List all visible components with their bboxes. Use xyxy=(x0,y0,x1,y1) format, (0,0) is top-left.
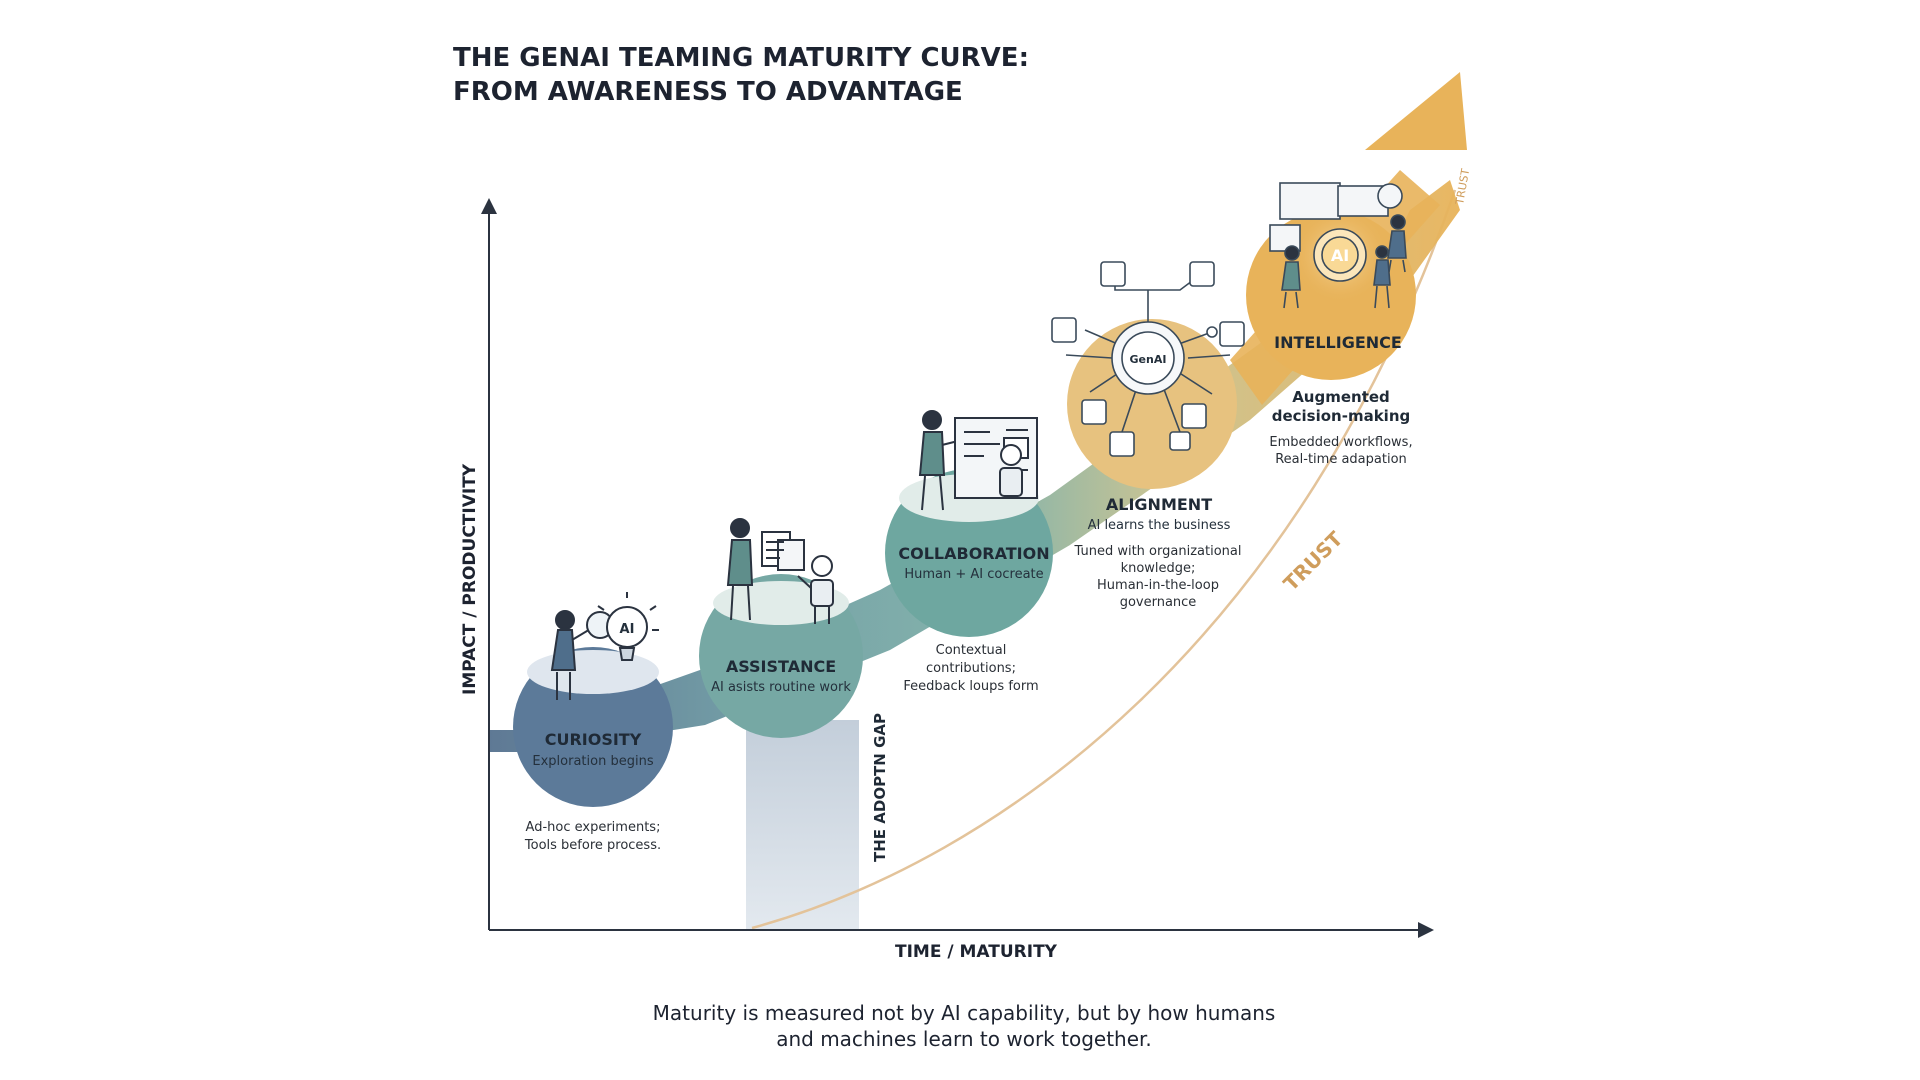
title-line-1: THE GENAI TEAMING MATURITY CURVE: xyxy=(453,43,1029,73)
magnifier-lightbulb-ai-icon xyxy=(550,592,659,700)
stage-collaboration-desc-3: Feedback loups form xyxy=(903,679,1038,694)
stage-curiosity-ai-chip: AI xyxy=(620,622,635,637)
stage-curiosity-platform xyxy=(527,650,659,694)
stage-alignment-subtitle: AI learns the business xyxy=(1088,518,1231,533)
y-axis-arrow xyxy=(481,198,497,214)
title-line-2: FROM AWARENESS TO ADVANTAGE xyxy=(453,77,963,107)
stage-alignment-desc-3: Human-in-the-loop xyxy=(1097,578,1219,593)
stage-intelligence: AI INTELLIGENCE Augmented decision-makin… xyxy=(1246,182,1416,467)
adoption-gap-label: THE ADOPTN GAP xyxy=(871,713,889,862)
stage-assistance-name: ASSISTANCE xyxy=(726,657,836,676)
stage-curiosity: AI CURIOSITY Exploration begins Ad-hoc e… xyxy=(513,592,673,853)
adoption-gap-band xyxy=(746,720,859,930)
stage-alignment-genai-chip: GenAI xyxy=(1130,353,1167,366)
caption-line-1: Maturity is measured not by AI capabilit… xyxy=(653,1001,1276,1025)
stage-intelligence-desc-2: Real-time adapation xyxy=(1275,452,1407,467)
stage-alignment-desc-4: governance xyxy=(1120,595,1197,610)
stage-intelligence-desc-1: Embedded workflows, xyxy=(1269,435,1412,450)
stage-intelligence-desc-bold-1: Augmented xyxy=(1292,388,1390,406)
x-axis-arrow xyxy=(1418,922,1434,938)
stage-intelligence-desc-bold-2: decision-making xyxy=(1272,407,1411,425)
stage-intelligence-name: INTELLIGENCE xyxy=(1274,333,1402,352)
trust-label-small: TRUST xyxy=(1453,167,1472,206)
maturity-arrow-head xyxy=(1365,72,1467,150)
stage-intelligence-ai-chip: AI xyxy=(1331,246,1349,265)
stage-collaboration-desc-2: contributions; xyxy=(926,661,1016,676)
stage-alignment-desc-2: knowledge; xyxy=(1121,561,1196,576)
stage-collaboration: COLLABORATION Human + AI cocreate Contex… xyxy=(885,410,1053,694)
stage-curiosity-desc-2: Tools before process. xyxy=(524,838,661,853)
y-axis-label: IMPACT / PRODUCTIVITY xyxy=(460,463,480,695)
caption-line-2: and machines learn to work together. xyxy=(776,1027,1152,1051)
stage-collaboration-subtitle: Human + AI cocreate xyxy=(904,567,1043,582)
trust-curve xyxy=(751,189,1457,930)
stage-alignment: GenAI ALIGNMENT AI learns the business T… xyxy=(1051,261,1245,610)
person-robot-document-icon xyxy=(726,518,834,624)
stage-alignment-desc-1: Tuned with organizational xyxy=(1074,544,1242,559)
stage-assistance: ASSISTANCE AI asists routine work xyxy=(699,518,863,738)
stage-alignment-name: ALIGNMENT xyxy=(1106,495,1212,514)
x-axis-label: TIME / MATURITY xyxy=(895,942,1058,962)
ai-core-team-icon xyxy=(1269,182,1407,309)
stage-curiosity-desc-1: Ad-hoc experiments; xyxy=(526,820,661,835)
stage-assistance-subtitle: AI asists routine work xyxy=(711,680,851,695)
stage-collaboration-desc-1: Contextual xyxy=(936,643,1007,658)
stage-collaboration-name: COLLABORATION xyxy=(898,544,1049,563)
stage-curiosity-name: CURIOSITY xyxy=(545,730,642,749)
genai-brain-network-icon xyxy=(1051,261,1245,457)
stage-curiosity-subtitle: Exploration begins xyxy=(532,754,653,769)
trust-label: TRUST xyxy=(1279,526,1348,595)
person-robot-whiteboard-icon xyxy=(918,410,1038,511)
